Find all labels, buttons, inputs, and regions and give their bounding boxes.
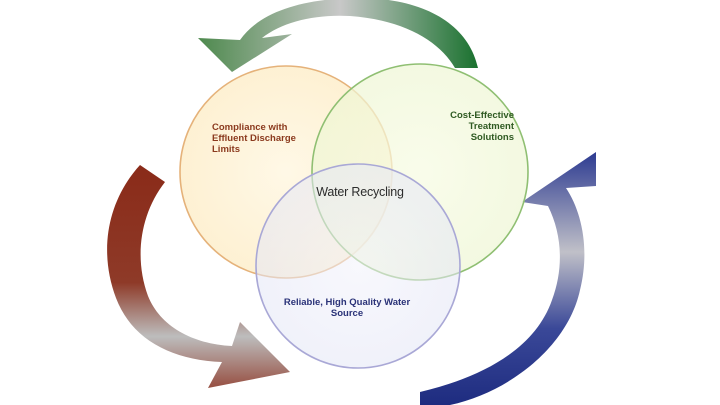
reliable-label-line: Reliable, High Quality Water — [283, 297, 411, 308]
cost-label-line: Solutions — [470, 132, 514, 143]
compliance-label-line: Limits — [212, 144, 240, 155]
reliable-source-label: Reliable, High Quality Water Source — [262, 297, 432, 319]
cost-label-line: Cost-Effective — [450, 110, 514, 121]
green-cycle-arrow-icon — [198, 0, 478, 72]
water-recycling-label: Water Recycling — [316, 185, 404, 199]
compliance-label: Compliance with Effluent Discharge Limit… — [212, 122, 296, 155]
cost-label-line: Treatment — [468, 121, 514, 132]
compliance-label-line: Effluent Discharge — [212, 133, 296, 144]
reliable-circle — [255, 163, 461, 369]
cost-effective-label: Cost-Effective Treatment Solutions — [404, 110, 514, 143]
blue-cycle-arrow-icon — [420, 152, 596, 405]
reliable-label-line: Source — [330, 308, 364, 319]
compliance-label-line: Compliance with — [212, 122, 288, 133]
red-cycle-arrow-icon — [107, 165, 290, 388]
